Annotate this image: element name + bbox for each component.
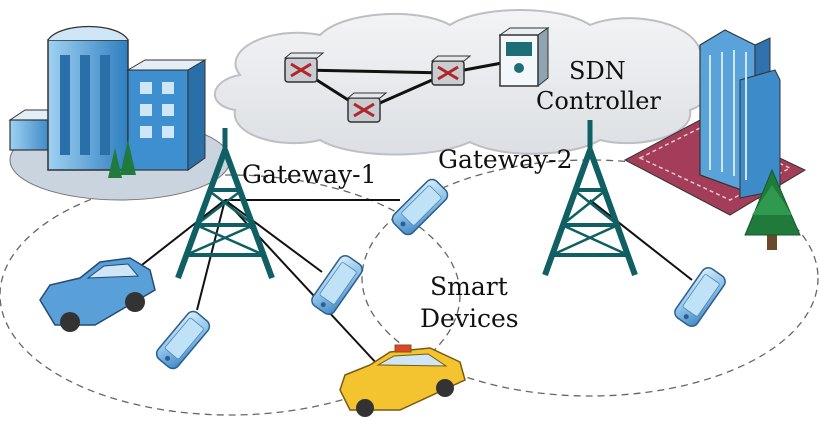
sdn-switch-icon xyxy=(346,91,388,124)
smartphone-icon xyxy=(153,307,213,373)
skyscraper-icon xyxy=(623,29,807,216)
smart-devices-label-line1: Smart xyxy=(430,272,508,301)
taxi-icon xyxy=(339,344,466,417)
sdn-switch-icon xyxy=(283,51,325,84)
cell-tower-icon xyxy=(542,120,638,277)
sdn-switch-icon xyxy=(430,54,472,87)
server-icon xyxy=(498,27,550,88)
smartphone-icon xyxy=(388,175,452,239)
car-icon xyxy=(39,257,156,332)
smartphone-icon xyxy=(308,252,366,318)
gateway-1-coverage-area xyxy=(0,174,461,416)
gateway-1-label: Gateway-1 xyxy=(242,160,377,189)
office-building-icon xyxy=(8,26,231,201)
gateway-2-label: Gateway-2 xyxy=(438,145,573,174)
controller-label-line1: SDN xyxy=(569,57,626,85)
cloud-icon xyxy=(214,9,719,156)
controller-label-line2: Controller xyxy=(536,87,661,115)
smart-devices-label-line2: Devices xyxy=(420,304,519,333)
cell-tower-icon xyxy=(175,128,275,280)
tree-icon xyxy=(744,168,801,250)
gateway-2-coverage-area xyxy=(361,159,819,397)
smartphone-icon xyxy=(671,264,729,330)
